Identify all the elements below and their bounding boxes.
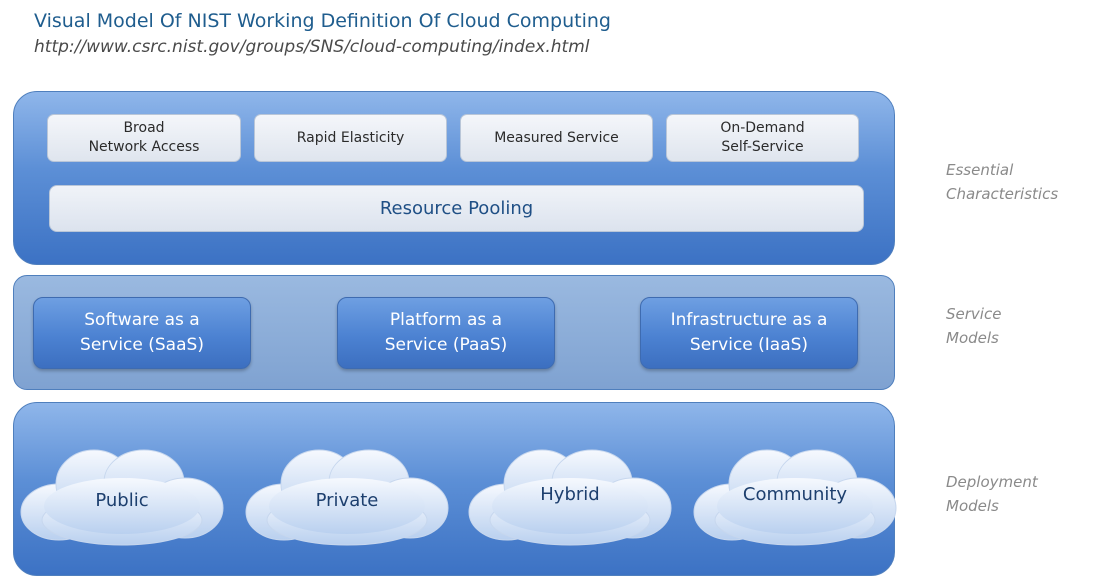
cloud-icon — [468, 449, 672, 546]
service-iaas: Infrastructure as a Service (IaaS) — [640, 297, 858, 369]
diagram-title: Visual Model Of NIST Working Definition … — [34, 10, 611, 32]
side-label-deployment-models: Deployment Models — [946, 473, 1038, 515]
deployment-private-cloud: Private — [244, 444, 450, 548]
characteristic-broad-network-access: Broad Network Access — [47, 114, 241, 162]
cloud-label-public: Public — [95, 490, 149, 511]
deployment-public-cloud: Public — [19, 444, 225, 548]
cloud-icon — [693, 449, 897, 546]
deployment-hybrid-cloud: Hybrid — [467, 444, 673, 548]
characteristic-measured-service: Measured Service — [460, 114, 653, 162]
resource-pooling-bar: Resource Pooling — [49, 185, 864, 232]
essential-characteristics-layer: Broad Network Access Rapid Elasticity Me… — [13, 91, 895, 265]
deployment-community-cloud: Community — [692, 444, 898, 548]
characteristic-on-demand-self-service: On-Demand Self-Service — [666, 114, 859, 162]
cloud-label-private: Private — [315, 490, 379, 511]
deployment-models-layer: Public Private — [13, 402, 898, 576]
cloud-icon — [20, 449, 224, 546]
cloud-label-community: Community — [742, 484, 848, 505]
side-label-service-models: Service Models — [946, 305, 1002, 347]
source-url: http://www.csrc.nist.gov/groups/SNS/clou… — [34, 37, 590, 57]
cloud-label-hybrid: Hybrid — [540, 484, 600, 505]
service-paas: Platform as a Service (PaaS) — [337, 297, 555, 369]
side-label-essential-characteristics: Essential Characteristics — [946, 161, 1059, 203]
characteristic-rapid-elasticity: Rapid Elasticity — [254, 114, 447, 162]
service-saas: Software as a Service (SaaS) — [33, 297, 251, 369]
service-models-layer: Software as a Service (SaaS) Platform as… — [13, 275, 895, 390]
cloud-icon — [245, 449, 449, 546]
